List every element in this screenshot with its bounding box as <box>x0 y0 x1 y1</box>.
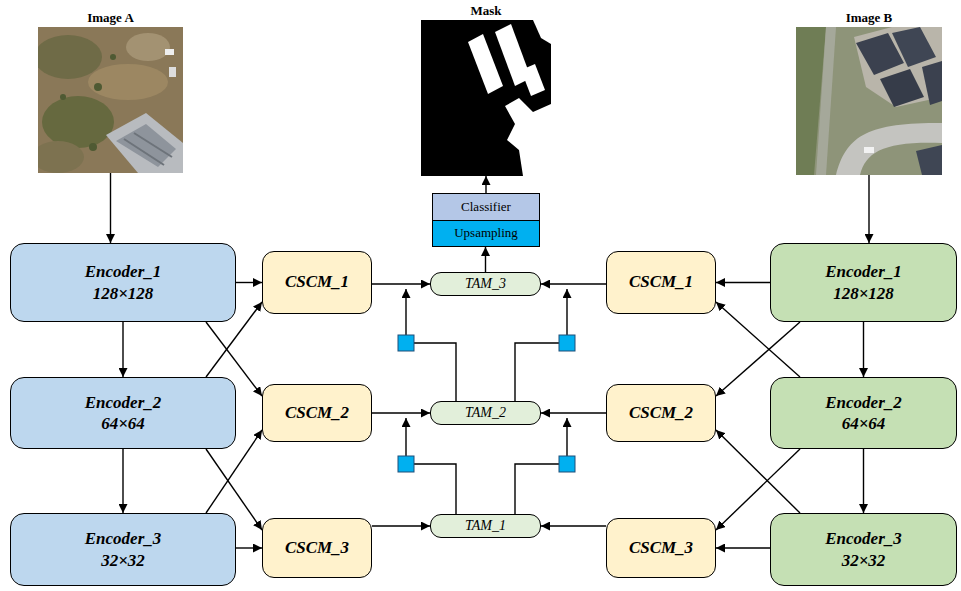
node-label: TAM_1 <box>465 518 506 533</box>
mask-building <box>468 34 503 94</box>
scrub <box>42 96 114 148</box>
encoder-box: Encoder_2 64×64 <box>10 377 236 449</box>
house-roof <box>916 145 942 175</box>
image-panel: Image B <box>796 27 942 175</box>
car <box>165 49 174 55</box>
cscm-box: CSCM_1 <box>606 251 716 314</box>
connector-arrow <box>716 547 770 548</box>
tam-box: TAM_3 <box>430 272 541 296</box>
roof-line <box>134 133 172 157</box>
node-label: Image A <box>0 11 223 25</box>
node-label: Encoder_1 128×128 <box>67 261 179 304</box>
upsample-square <box>559 335 575 351</box>
encoder-box: Encoder_3 32×32 <box>10 513 236 586</box>
roof-line <box>124 139 164 165</box>
encoder-box: Encoder_1 128×128 <box>10 243 236 322</box>
house-roof <box>922 61 942 105</box>
connector-arrow <box>541 412 606 413</box>
connector-arrow <box>236 282 262 283</box>
cscm-box: CSCM_1 <box>262 251 372 314</box>
road <box>836 123 942 175</box>
car <box>864 147 874 153</box>
aerial-photo <box>38 27 183 173</box>
path <box>816 27 836 175</box>
connector-arrow <box>236 547 262 548</box>
connector-arrow <box>485 247 486 272</box>
connector-arrow <box>868 175 869 243</box>
node-label: Encoder_2 64×64 <box>67 392 179 435</box>
connector-arrow <box>541 525 606 526</box>
car <box>169 67 176 77</box>
node-label: Image B <box>756 11 961 25</box>
classifier-box: Classifier <box>432 193 540 221</box>
encoder-box: Encoder_2 64×64 <box>770 377 957 449</box>
connector-arrow <box>122 322 123 377</box>
bush <box>94 83 102 91</box>
house-roof <box>892 27 936 67</box>
roof-panel <box>116 124 176 167</box>
connector-arrow <box>485 176 486 193</box>
house-roof <box>880 69 924 107</box>
node-label: Encoder_2 64×64 <box>808 392 920 435</box>
cscm-box: CSCM_3 <box>606 518 716 578</box>
cscm-box: CSCM_3 <box>262 518 372 578</box>
node-label: CSCM_1 <box>285 272 349 292</box>
soil <box>38 141 84 173</box>
cscm-box: CSCM_2 <box>606 384 716 442</box>
encoder-box: Encoder_1 128×128 <box>770 243 957 322</box>
node-label: Encoder_3 32×32 <box>67 528 179 571</box>
cscm-box: CSCM_2 <box>262 384 372 442</box>
tam-box: TAM_1 <box>430 514 541 538</box>
connector-arrow <box>541 283 606 284</box>
tam-box: TAM_2 <box>430 401 541 425</box>
node-label: Classifier <box>461 200 511 214</box>
mask-building <box>521 64 545 96</box>
node-label: CSCM_1 <box>629 272 693 292</box>
yard <box>854 27 942 107</box>
upsample-square <box>559 456 575 472</box>
upsample-square <box>398 335 414 351</box>
connector-arrow <box>110 173 111 243</box>
ground <box>796 27 942 175</box>
node-label: Upsampling <box>454 226 518 240</box>
connector-arrow <box>716 282 770 283</box>
node-label: Mask <box>381 4 591 18</box>
scrub <box>38 35 102 79</box>
node-label: CSCM_3 <box>629 538 693 558</box>
connector-arrow <box>122 449 123 513</box>
node-label: TAM_3 <box>465 276 506 291</box>
mask-ground <box>421 20 551 176</box>
connector-arrow <box>372 525 430 526</box>
mask-region <box>505 98 551 176</box>
bush <box>60 94 66 100</box>
node-label: CSCM_2 <box>285 403 349 423</box>
building-roof <box>106 113 183 173</box>
upsampling-box: Upsampling <box>432 220 540 247</box>
connector-arrow <box>372 412 430 413</box>
image-panel: Mask <box>421 20 551 176</box>
bush <box>89 143 97 151</box>
node-label: Encoder_3 32×32 <box>808 528 920 571</box>
soil <box>88 64 168 100</box>
soil <box>126 33 170 61</box>
upsample-square <box>398 456 414 472</box>
node-label: Encoder_1 128×128 <box>808 261 920 304</box>
mask-building <box>533 20 551 44</box>
bush <box>110 54 116 60</box>
encoder-box: Encoder_3 32×32 <box>770 513 957 586</box>
connector-arrow <box>863 322 864 377</box>
aerial-photo <box>796 27 942 175</box>
image-panel: Image A <box>38 27 183 173</box>
mask-image <box>421 20 551 176</box>
node-label: CSCM_3 <box>285 538 349 558</box>
node-label: TAM_2 <box>465 405 506 420</box>
connector-arrow <box>372 283 430 284</box>
connector-arrow <box>863 449 864 513</box>
node-label: CSCM_2 <box>629 403 693 423</box>
